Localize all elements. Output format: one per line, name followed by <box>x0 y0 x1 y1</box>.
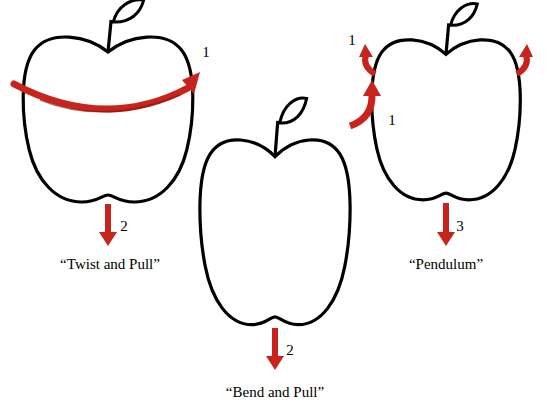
step-number: 2 <box>120 218 128 235</box>
method-caption: “Pendulum” <box>409 256 483 273</box>
pull-arrow <box>105 204 111 234</box>
step-number: 1 <box>388 112 396 129</box>
step-number: 3 <box>456 218 464 235</box>
twist-arrow <box>14 84 188 109</box>
swing-arrow <box>365 55 375 74</box>
pull-arrow <box>272 328 278 358</box>
swing-arrow <box>517 55 527 74</box>
step-number: 2 <box>286 342 294 359</box>
arrow-head <box>266 356 284 370</box>
step-number: 1 <box>348 32 356 49</box>
arrow-head <box>437 232 455 246</box>
method-caption: “Bend and Pull” <box>226 384 324 401</box>
apple-outline <box>372 4 521 200</box>
pull-arrow <box>443 203 449 234</box>
twist-arrow-shade <box>40 95 180 112</box>
arrow-head <box>182 72 200 94</box>
bend-arrow <box>350 94 372 126</box>
arrow-head <box>359 44 373 57</box>
arrow-head <box>519 44 533 57</box>
method-caption: “Twist and Pull” <box>60 256 160 273</box>
apple-outline <box>200 98 350 325</box>
step-number: 1 <box>202 44 210 61</box>
arrow-head <box>363 80 381 96</box>
arrow-head <box>99 232 117 246</box>
